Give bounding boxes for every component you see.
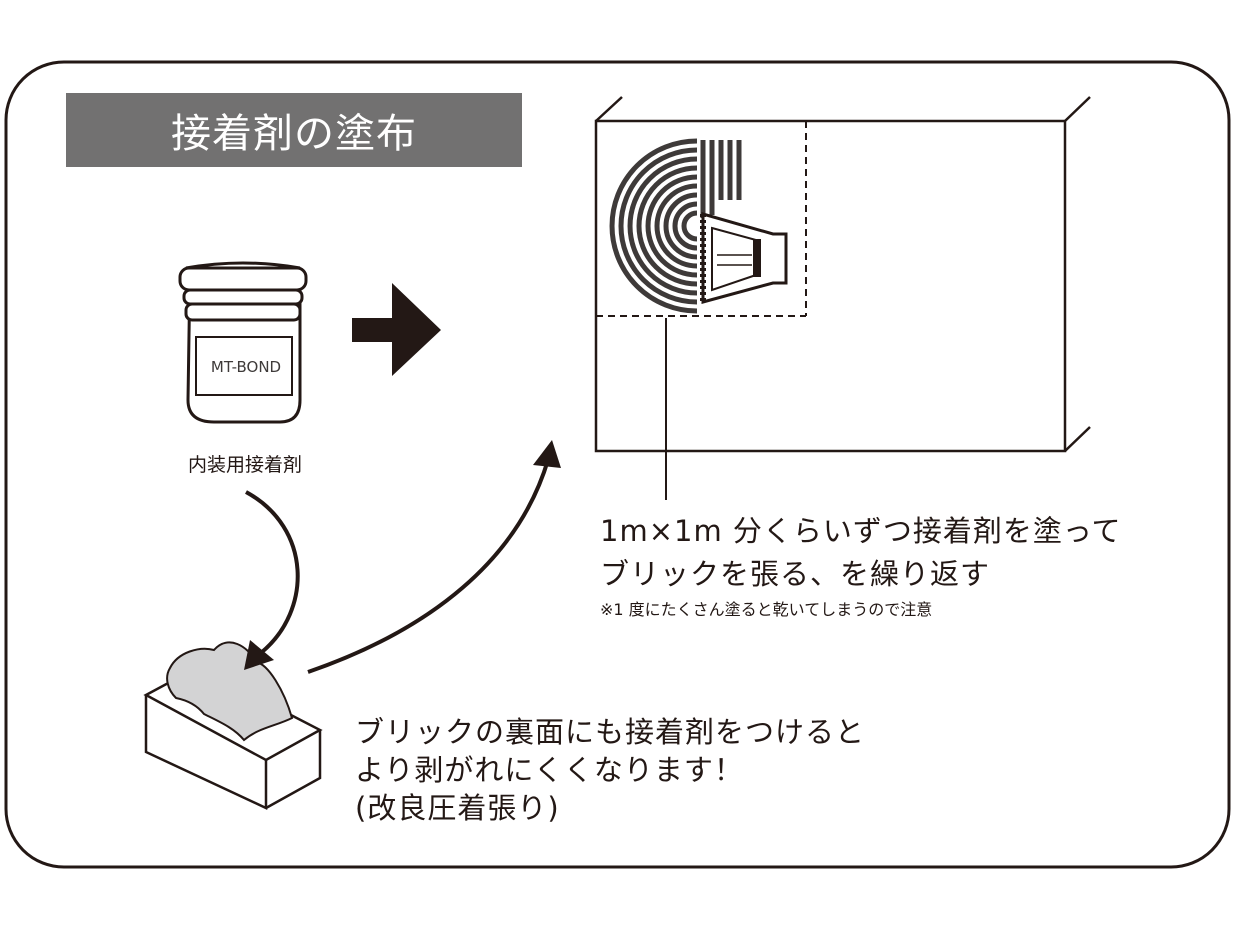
wall-panel — [594, 96, 1091, 453]
brick-instruction: ブリックの裏面にも接着剤をつけると より剥がれにくくなります！ (改良圧着張り) — [355, 713, 915, 827]
section-title: 接着剤の塗布 — [66, 93, 522, 167]
wall-instruction-note: ※1 度にたくさん塗ると乾いてしまうので注意 — [600, 600, 933, 619]
curved-arrow-to-wall — [307, 459, 550, 674]
bucket-brand-label: MT-BOND — [210, 358, 282, 376]
brick-instruction-line2: より剥がれにくくなります！ — [355, 753, 744, 787]
comb-pattern — [609, 138, 742, 314]
dashed-area — [596, 121, 807, 317]
outer-frame — [4, 60, 1231, 869]
wall-instruction-line1: 1m×1m 分くらいずつ接着剤を塗って — [600, 514, 1122, 548]
trowel-icon — [700, 212, 788, 304]
arrowhead-to-brick — [244, 640, 274, 670]
wall-instruction-line2: ブリックを張る、を繰り返す — [600, 557, 991, 591]
right-arrow — [352, 283, 441, 376]
curved-arrow-to-brick — [245, 490, 300, 654]
adhesive-bucket-icon — [178, 261, 308, 424]
brick-instruction-line1: ブリックの裏面にも接着剤をつけると — [355, 715, 866, 749]
arrowhead-to-wall — [533, 440, 561, 468]
adhesive-blob — [166, 641, 294, 742]
brick-instruction-line3: (改良圧着張り) — [355, 791, 560, 825]
wall-instruction: 1m×1m 分くらいずつ接着剤を塗って ブリックを張る、を繰り返す — [600, 510, 1220, 596]
bucket-caption: 内装用接着剤 — [187, 454, 302, 476]
